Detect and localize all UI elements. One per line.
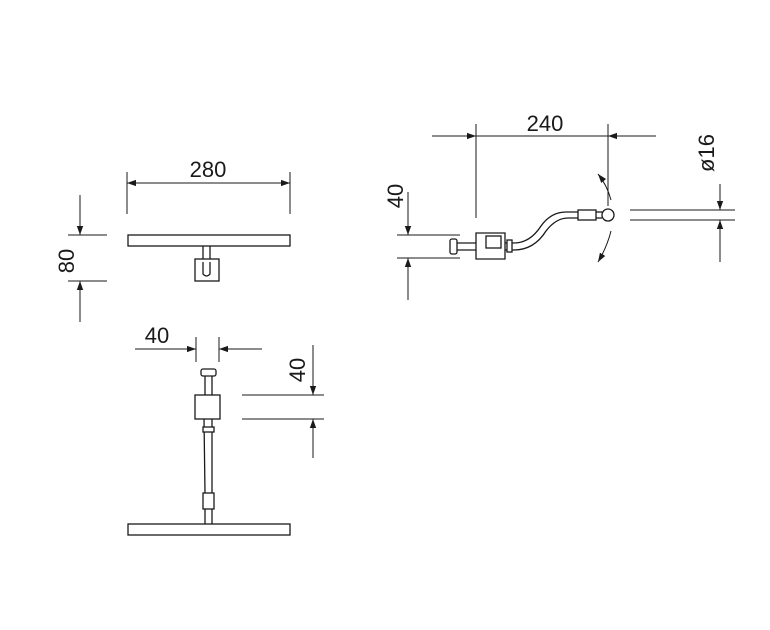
dimension-top-clamp-height: 40 <box>242 345 324 458</box>
front-lamp-bar <box>127 234 291 247</box>
dimension-label-side-reach: 240 <box>527 111 564 136</box>
dimension-top-offset: 40 <box>135 323 262 362</box>
top-clamp-body <box>194 394 221 420</box>
side-curved-arm <box>505 211 578 244</box>
dimension-side-reach: 240 <box>432 111 656 218</box>
rotate-down-arrow-icon <box>597 230 612 263</box>
front-view <box>127 234 291 282</box>
dimension-side-diameter: ø16 <box>630 134 735 262</box>
top-knob <box>200 368 217 377</box>
dimension-label-side-height: 40 <box>383 184 408 208</box>
side-lamp-head <box>601 208 615 222</box>
dimension-label-front-height: 80 <box>54 249 79 273</box>
rotate-up-arrow-icon <box>597 173 612 201</box>
top-view <box>127 368 291 536</box>
side-knob <box>449 238 458 255</box>
side-arm-joint-2 <box>577 209 597 221</box>
dimension-front-height: 80 <box>54 195 107 322</box>
front-clamp-block <box>194 258 220 282</box>
top-lamp-bar <box>127 523 291 536</box>
dimension-label-top-offset: 40 <box>145 323 169 348</box>
side-view <box>449 173 615 263</box>
top-arm-joint-2 <box>202 492 215 510</box>
dimension-side-height: 40 <box>383 184 460 300</box>
dimension-label-front-width: 280 <box>190 157 227 182</box>
dimension-label-side-diameter: ø16 <box>694 134 719 172</box>
dimension-label-top-clamp-height: 40 <box>285 358 310 382</box>
side-arm-joint-1 <box>506 239 513 253</box>
top-arm-joint-1 <box>202 426 215 433</box>
dimension-front-width: 280 <box>126 157 291 214</box>
